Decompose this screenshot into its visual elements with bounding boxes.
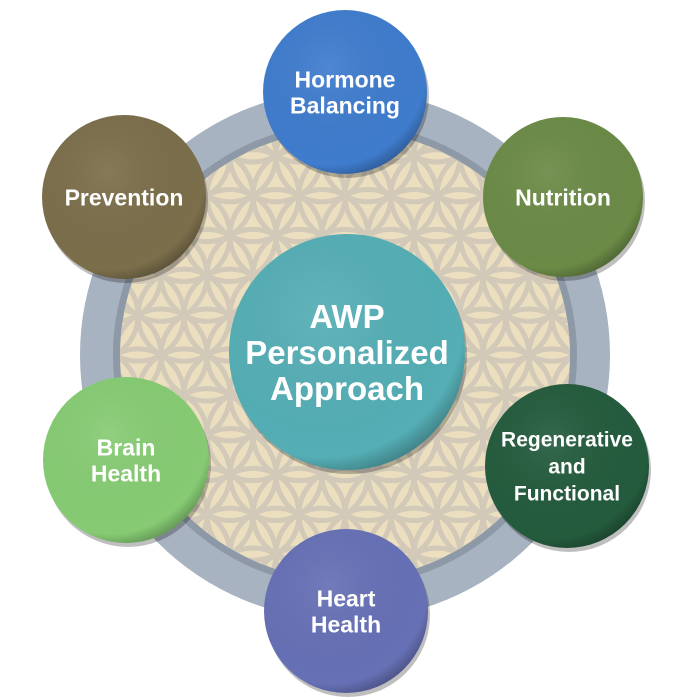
pattern-circle (204, 545, 302, 580)
node-brain-health-shading (43, 377, 209, 543)
pattern-circle (690, 110, 700, 202)
node-regenerative-and-functional-label: Functional (514, 483, 620, 506)
pattern-circle (621, 70, 700, 162)
pattern-circle (0, 429, 46, 521)
pattern-circle (388, 545, 486, 580)
pattern-circle (552, 30, 644, 122)
pattern-circle (667, 548, 700, 640)
pattern-circle (0, 548, 23, 640)
pattern-circle (0, 229, 23, 321)
center-node-label: Approach (270, 370, 424, 407)
pattern-circle (0, 110, 46, 202)
pattern-circle (460, 588, 552, 680)
pattern-circle (667, 389, 700, 481)
pattern-circle (644, 110, 700, 202)
node-regenerative-and-functional-label: and (548, 456, 585, 479)
pattern-circle (0, 468, 23, 560)
pattern-circle (690, 30, 700, 122)
pattern-circle (690, 269, 700, 361)
pattern-circle (667, 309, 700, 401)
pattern-circle (598, 269, 690, 361)
node-nutrition[interactable]: Nutrition (483, 117, 645, 281)
pattern-circle (690, 349, 700, 441)
pattern-circle (0, 588, 92, 680)
node-brain-health-label: Brain (97, 434, 156, 460)
center-node-label: Personalized (245, 334, 449, 371)
pattern-circle (0, 30, 92, 122)
node-prevention[interactable]: Prevention (42, 115, 208, 283)
node-hormone-balancing-shading (263, 10, 427, 174)
pattern-circle (644, 508, 700, 600)
pattern-circle (23, 548, 115, 640)
pattern-circle (0, 309, 23, 401)
pattern-circle (506, 30, 598, 122)
center-node-shading (229, 234, 465, 470)
node-prevention-shading (42, 115, 206, 279)
pattern-circle (667, 229, 700, 321)
pattern-circle (204, 130, 302, 165)
pattern-circle (0, 588, 46, 680)
pattern-circle (46, 588, 138, 680)
pattern-circle (388, 130, 486, 165)
node-heart-health-shading (264, 529, 428, 693)
pattern-circle (0, 269, 92, 361)
pattern-circle (575, 548, 667, 640)
pattern-circle (526, 545, 570, 580)
pattern-circle (0, 189, 46, 281)
pattern-circle (690, 189, 700, 281)
pattern-circle (644, 349, 700, 441)
pattern-circle (0, 309, 69, 401)
node-regenerative-and-functional-shading (485, 384, 649, 548)
pattern-circle (644, 189, 700, 281)
node-hormone-balancing-label: Balancing (290, 92, 400, 118)
pattern-circle (644, 30, 700, 122)
center-node-label: AWP (309, 298, 384, 335)
pattern-circle (0, 70, 23, 162)
pattern-circle (250, 130, 348, 165)
pattern-circle (0, 548, 69, 640)
pattern-circle (644, 269, 700, 361)
node-nutrition-shading (483, 117, 643, 277)
pattern-circle (0, 30, 46, 122)
pattern-circle (0, 349, 46, 441)
pattern-circle (644, 429, 700, 521)
pattern-circle (460, 30, 552, 122)
pattern-circle (46, 30, 138, 122)
pattern-circle (690, 429, 700, 521)
pattern-circle (621, 548, 700, 640)
pattern-circle (92, 30, 184, 122)
pattern-circle (621, 309, 700, 401)
pattern-circle (138, 588, 230, 680)
pattern-circle (667, 70, 700, 162)
node-hormone-balancing-label: Hormone (295, 66, 396, 92)
node-heart-health-label: Health (311, 611, 381, 637)
node-prevention-label: Prevention (65, 184, 184, 210)
pattern-circle (644, 588, 700, 680)
pattern-circle (598, 588, 690, 680)
pattern-circle (690, 508, 700, 600)
pattern-circle (552, 588, 644, 680)
pattern-circle (92, 588, 184, 680)
node-nutrition-label: Nutrition (515, 184, 611, 210)
node-heart-health-label: Heart (317, 585, 376, 611)
pattern-circle (0, 150, 23, 242)
pattern-circle (0, 389, 23, 481)
node-brain-health-label: Health (91, 460, 161, 486)
pattern-circle (506, 588, 598, 680)
pattern-circle (0, 508, 46, 600)
pattern-circle (0, 269, 46, 361)
node-regenerative-and-functional-label: Regenerative (501, 429, 633, 452)
pattern-circle (342, 130, 440, 165)
pattern-circle (690, 588, 700, 680)
pattern-circle (667, 468, 700, 560)
pattern-circle (138, 30, 230, 122)
pattern-circle (120, 545, 164, 580)
pattern-circle (598, 30, 690, 122)
pattern-circle (667, 150, 700, 242)
